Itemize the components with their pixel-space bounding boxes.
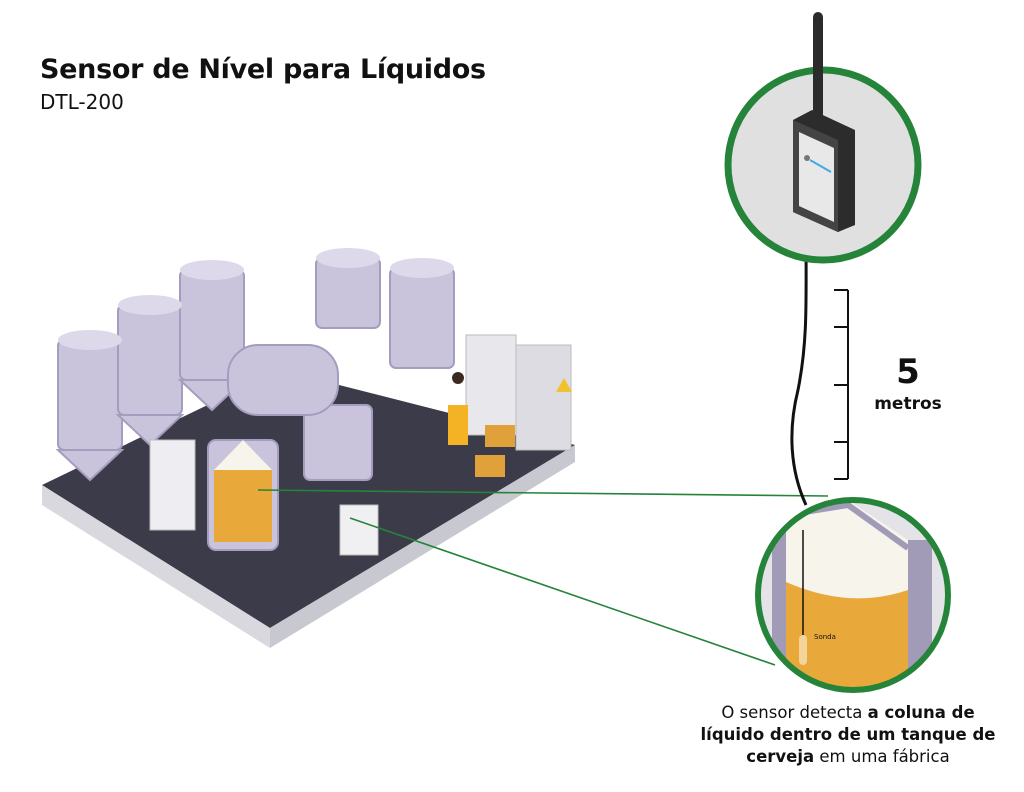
page-title: Sensor de Nível para Líquidos: [40, 54, 486, 85]
caption-part2: em uma fábrica: [814, 747, 950, 766]
height-scale: [834, 289, 849, 480]
callout-line-top: [257, 489, 829, 497]
brewery-factory-illustration: [42, 248, 575, 648]
caption-part1: O sensor detecta: [721, 703, 868, 722]
sensor-device-circle: [724, 12, 922, 264]
height-unit: metros: [874, 394, 942, 414]
model-subtitle: DTL-200: [40, 90, 124, 114]
probe-label: Sonda: [814, 633, 836, 641]
height-value: 5: [896, 352, 920, 392]
antenna-icon: [813, 12, 823, 124]
sensor-cable: [790, 224, 808, 506]
caption-bold: a coluna de líquido dentro de um tanque …: [700, 703, 996, 766]
callout-line-bottom: [349, 517, 776, 666]
tank-detail-circle: [758, 500, 948, 690]
caption: O sensor detecta a coluna de líquido den…: [700, 702, 996, 768]
